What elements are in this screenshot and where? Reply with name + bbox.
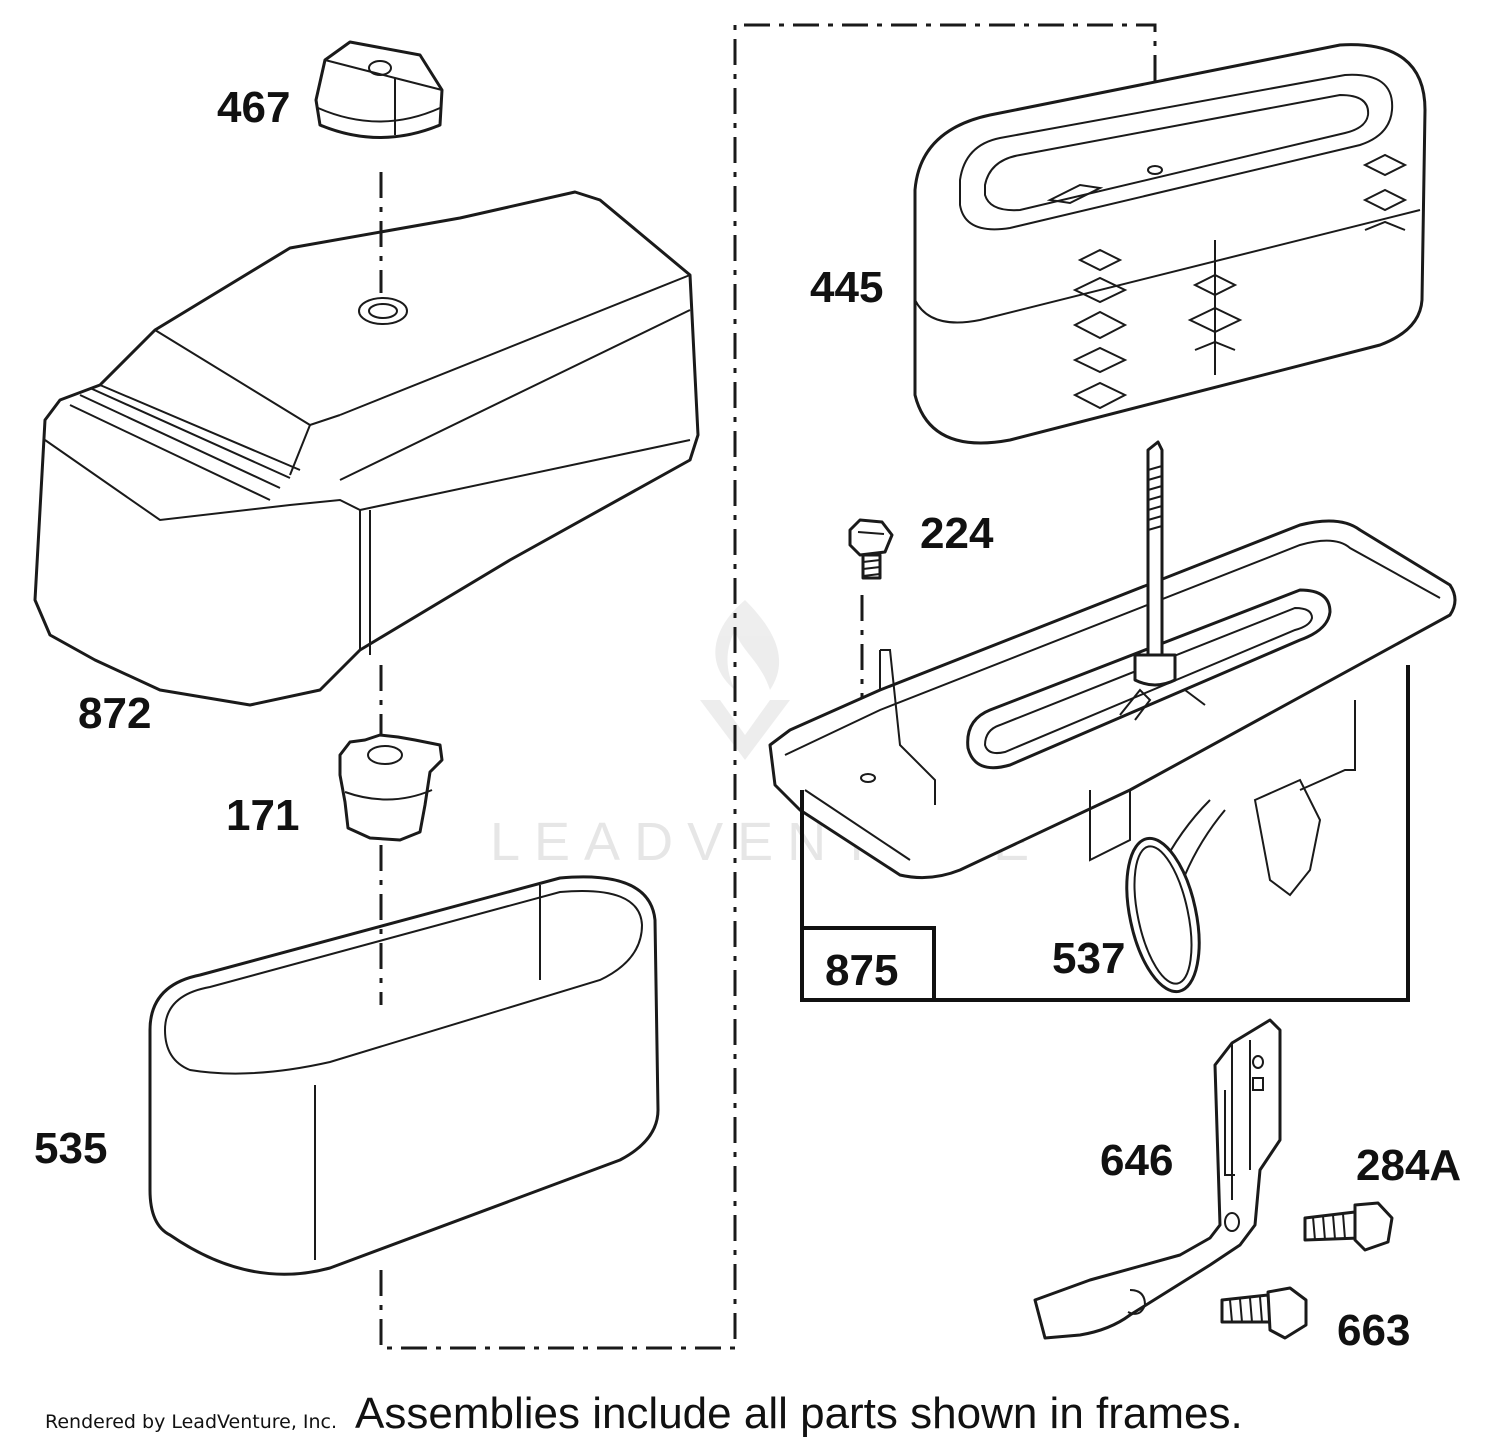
label-646: 646 (1100, 1136, 1173, 1185)
part-663-screw (1220, 1286, 1308, 1340)
part-445-filter (913, 43, 1427, 445)
label-872: 872 (78, 689, 151, 738)
part-646-bracket (1033, 1018, 1282, 1340)
label-445: 445 (810, 263, 883, 312)
alignment-line-left-4 (379, 23, 1157, 1350)
part-224-screw (848, 518, 894, 580)
part-537-gasket (1125, 836, 1201, 994)
label-663: 663 (1337, 1306, 1410, 1355)
part-171-spacer (338, 733, 444, 842)
label-284a: 284A (1356, 1141, 1461, 1190)
part-467-knob (314, 40, 444, 139)
label-535: 535 (34, 1124, 107, 1173)
label-224: 224 (920, 509, 994, 558)
footer-credit: Rendered by LeadVenture, Inc. (45, 1411, 337, 1433)
filter-pleat-pattern (1072, 153, 1408, 410)
part-875-base (768, 440, 1457, 897)
label-875: 875 (825, 946, 898, 995)
footer-note: Assemblies include all parts shown in fr… (355, 1389, 1243, 1438)
label-537: 537 (1052, 934, 1125, 983)
label-171: 171 (226, 791, 299, 840)
assembly-frame-875 (800, 665, 1410, 1002)
part-284a-screw (1303, 1201, 1394, 1252)
part-535-precleaner (148, 875, 660, 1276)
watermark-logo (700, 600, 790, 760)
part-872-cover (33, 190, 700, 707)
assembly-frame-875-label-box (800, 926, 936, 1002)
label-467: 467 (217, 83, 290, 132)
